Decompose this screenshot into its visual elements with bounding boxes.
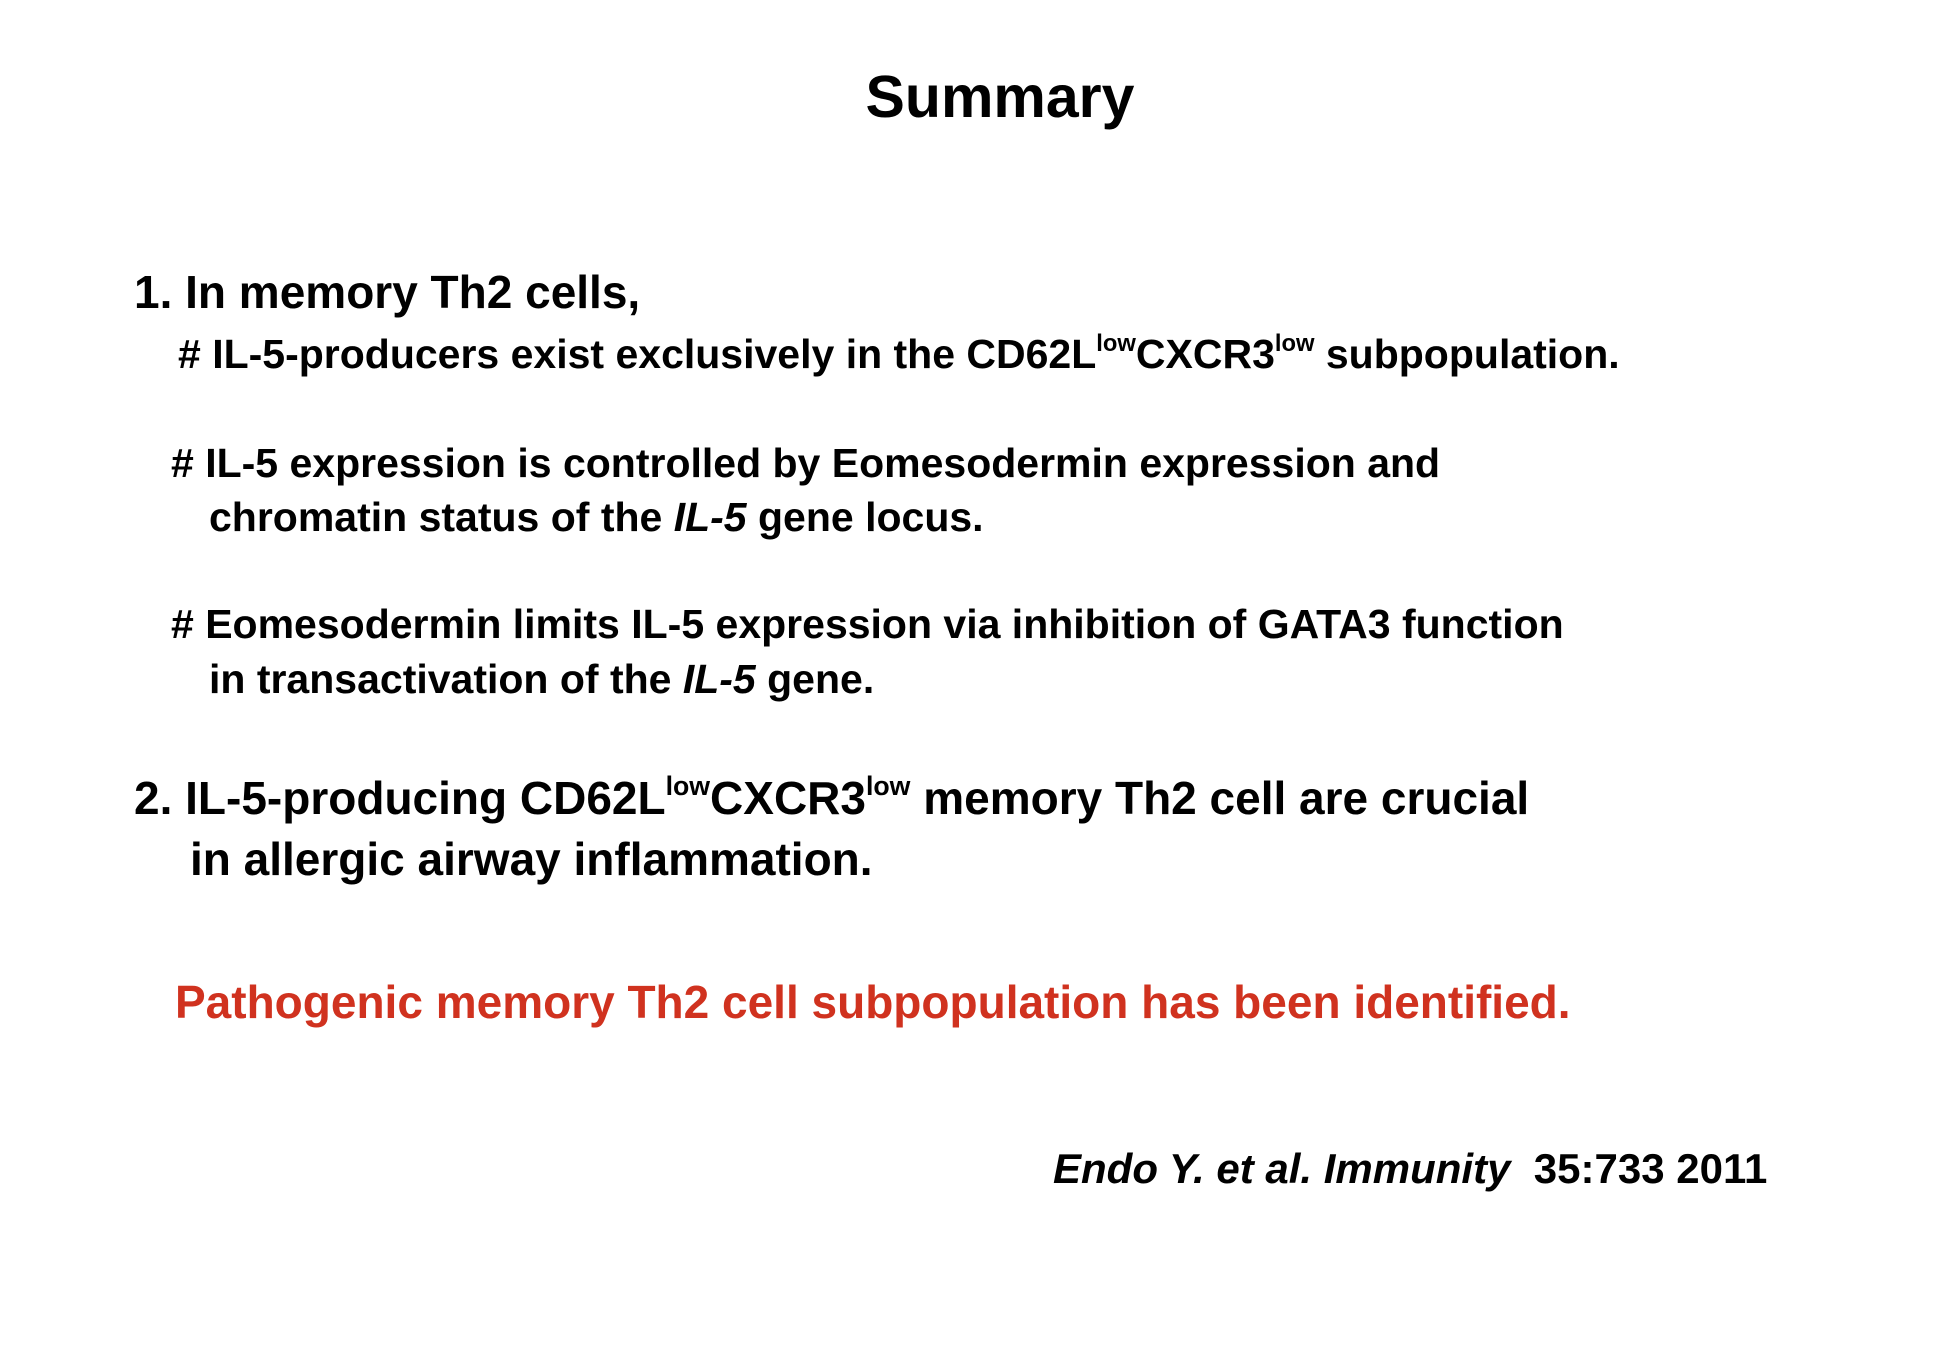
point-2-text-mid: CXCR3 — [710, 772, 866, 824]
conclusion-statement: Pathogenic memory Th2 cell subpopulation… — [175, 976, 1571, 1028]
bullet-3-line-2-pre: in transactivation of the — [209, 656, 683, 702]
citation: Endo Y. et al. Immunity 35:733 2011 — [1053, 1143, 1767, 1195]
point-1-bullet-2-line-2: chromatin status of the IL-5 gene locus. — [209, 491, 984, 543]
point-1-bullet-3-line-1: # Eomesodermin limits IL-5 expression vi… — [171, 601, 1564, 647]
bullet-1-text-post: subpopulation. — [1314, 331, 1620, 377]
point-2-text-post: memory Th2 cell are crucial — [910, 772, 1530, 824]
bullet-1-text-mid: CXCR3 — [1135, 331, 1275, 377]
point-1-heading: 1. In memory Th2 cells, — [134, 266, 641, 318]
bullet-2-line-2-post: gene locus. — [746, 494, 984, 540]
bullet-2-line-2-pre: chromatin status of the — [209, 494, 674, 540]
point-1-bullet-1: # IL-5-producers exist exclusively in th… — [178, 328, 1620, 380]
slide-title: Summary — [865, 64, 1135, 130]
point-2-text-pre: 2. IL-5-producing CD62L — [134, 772, 666, 824]
bullet-1-superscript-1: low — [1096, 329, 1136, 357]
bullet-1-superscript-2: low — [1274, 329, 1315, 357]
bullet-1-text-pre: # IL-5-producers exist exclusively in th… — [178, 331, 1097, 377]
citation-volume-year: 35:733 2011 — [1533, 1145, 1768, 1192]
point-2-superscript-2: low — [865, 770, 911, 801]
point-2-line-1: 2. IL-5-producing CD62LlowCXCR3low memor… — [134, 770, 1529, 826]
point-2-line-2: in allergic airway inflammation. — [190, 833, 873, 885]
point-1-bullet-3-line-2: in transactivation of the IL-5 gene. — [209, 653, 874, 705]
bullet-3-gene-name: IL-5 — [682, 656, 756, 702]
bullet-3-line-2-post: gene. — [755, 656, 875, 702]
point-2-superscript-1: low — [665, 770, 711, 801]
bullet-2-gene-name: IL-5 — [673, 494, 747, 540]
citation-authors-journal: Endo Y. et al. Immunity — [1053, 1145, 1511, 1192]
point-1-bullet-2-line-1: # IL-5 expression is controlled by Eomes… — [171, 440, 1441, 486]
